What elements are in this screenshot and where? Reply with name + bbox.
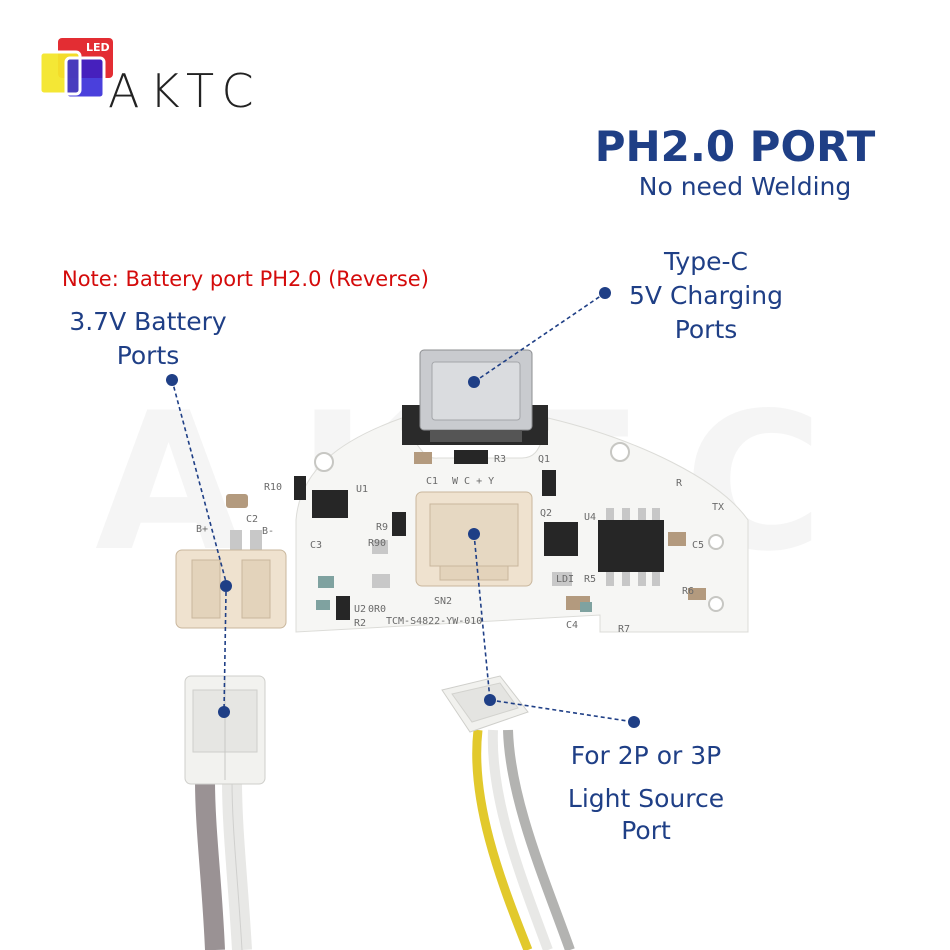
battery-label-line-1: 3.7V Battery bbox=[69, 307, 227, 336]
logo-badge: LED bbox=[86, 41, 110, 54]
silk-c2: C2 bbox=[246, 514, 258, 525]
silk-res-code: 0R0 bbox=[368, 604, 386, 615]
light-label-line-3: Port bbox=[621, 816, 671, 845]
light-port-label: For 2P or 3P Light Source Port bbox=[546, 734, 746, 846]
typec-port-dot bbox=[468, 376, 480, 388]
battery-cable-icon bbox=[184, 675, 266, 950]
silk-u2: U2 bbox=[354, 604, 366, 615]
silk-r10: R10 bbox=[264, 482, 282, 493]
light-cable-dot bbox=[484, 694, 496, 706]
silk-pins: W C + Y bbox=[452, 476, 494, 487]
silk-c5: C5 bbox=[692, 540, 704, 551]
typec-port-label: Type-C 5V Charging Ports bbox=[608, 245, 804, 347]
battery-cable-dot bbox=[218, 706, 230, 718]
q2-chip bbox=[544, 522, 578, 556]
light-callout-dot bbox=[628, 716, 640, 728]
battery-cable-leader-line bbox=[223, 591, 227, 713]
light-cable-icon bbox=[441, 675, 575, 950]
silk-q1: Q1 bbox=[538, 454, 550, 465]
silk-b-plus: B+ bbox=[196, 524, 208, 535]
silk-u1: U1 bbox=[356, 484, 368, 495]
silk-r90: R90 bbox=[368, 538, 386, 549]
typec-label-line-1: Type-C bbox=[664, 247, 748, 276]
battery-callout-dot bbox=[166, 374, 178, 386]
silk-b-minus: B- bbox=[262, 526, 274, 537]
silk-sn2: SN2 bbox=[434, 596, 452, 607]
u1-chip bbox=[312, 490, 348, 518]
light-label-leader-line bbox=[489, 699, 635, 723]
silk-r6: R6 bbox=[682, 586, 694, 597]
silk-part-no: TCM-S4822-YW-010 bbox=[386, 616, 482, 627]
battery-port-dot bbox=[220, 580, 232, 592]
silk-led-code: LDI bbox=[556, 574, 574, 585]
silk-c4: C4 bbox=[566, 620, 578, 631]
page-subtitle: No need Welding bbox=[638, 172, 852, 201]
light-label-line-2: Light Source bbox=[567, 784, 725, 813]
usb-c-connector-icon bbox=[402, 349, 548, 445]
typec-label-line-2: 5V Charging bbox=[629, 281, 783, 310]
silk-r3: R3 bbox=[494, 454, 506, 465]
silk-tx: TX bbox=[712, 502, 724, 513]
light-label-line-1: For 2P or 3P bbox=[570, 741, 722, 770]
typec-leader-line bbox=[473, 292, 606, 383]
battery-port-label: 3.7V Battery Ports bbox=[50, 305, 246, 373]
typec-callout-dot bbox=[599, 287, 611, 299]
u4-chip bbox=[598, 520, 664, 572]
silk-c3: C3 bbox=[310, 540, 322, 551]
silk-r-code: R bbox=[676, 478, 683, 489]
silk-c1: C1 bbox=[426, 476, 438, 487]
q1-chip bbox=[542, 470, 556, 496]
silk-r9: R9 bbox=[376, 522, 388, 533]
silk-q2: Q2 bbox=[540, 508, 552, 519]
typec-label-line-3: Ports bbox=[674, 315, 738, 344]
silk-r2: R2 bbox=[354, 618, 366, 629]
silk-r5: R5 bbox=[584, 574, 596, 585]
light-port-dot bbox=[468, 528, 480, 540]
silk-u4: U4 bbox=[584, 512, 596, 523]
battery-label-line-2: Ports bbox=[116, 341, 180, 370]
brand-logo-icon bbox=[38, 38, 113, 100]
page-title: PH2.0 PORT bbox=[594, 122, 876, 171]
battery-note: Note: Battery port PH2.0 (Reverse) bbox=[62, 267, 429, 291]
brand-name: AKTC bbox=[108, 64, 264, 118]
silk-r7: R7 bbox=[618, 624, 630, 635]
